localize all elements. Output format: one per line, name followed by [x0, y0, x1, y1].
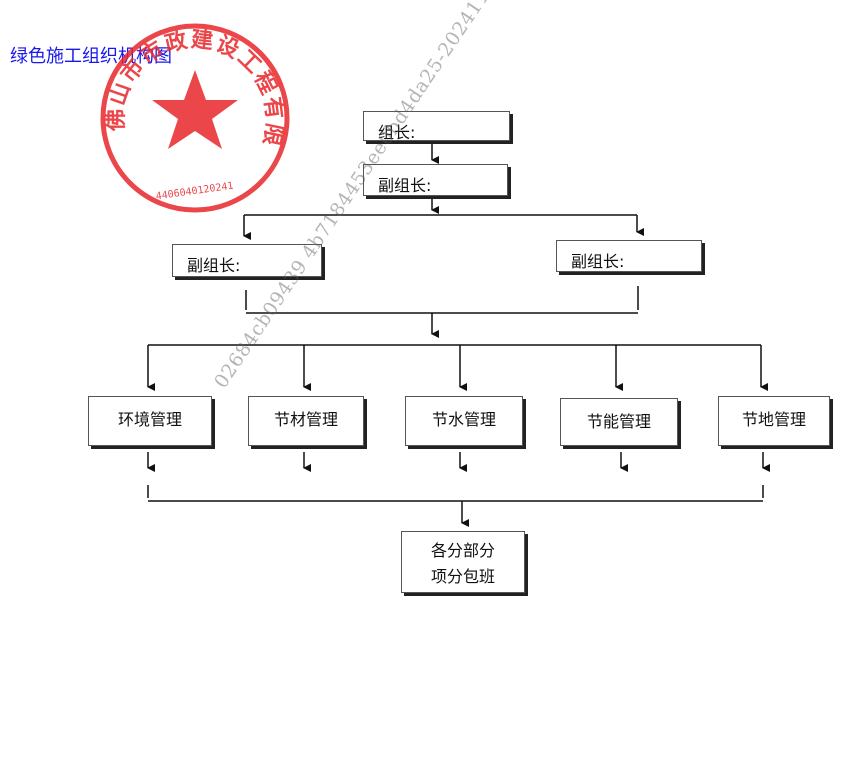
svg-text:4406040120241: 4406040120241 [155, 181, 234, 203]
node-deputy-top: 副组长: [363, 164, 508, 196]
node-deputy-right-label: 副组长: [571, 252, 625, 271]
node-teams: 各分部分 项分包班 [401, 531, 525, 593]
node-deputy-left: 副组长: [172, 244, 322, 277]
node-deputy-left-label: 副组长: [187, 256, 241, 275]
node-water: 节水管理 [405, 396, 523, 446]
node-teams-line1: 各分部分 [430, 541, 495, 560]
node-deputy-right: 副组长: [556, 240, 702, 272]
node-leader: 组长: [363, 111, 510, 142]
node-land: 节地管理 [718, 396, 830, 446]
node-teams-line2: 项分包班 [430, 567, 495, 586]
node-env: 环境管理 [88, 396, 212, 446]
node-leader-label: 组长: [378, 123, 416, 142]
node-water-label: 节水管理 [431, 410, 496, 429]
node-env-label: 环境管理 [117, 410, 182, 429]
node-material-label: 节材管理 [273, 410, 338, 429]
node-energy: 节能管理 [560, 398, 678, 446]
node-material: 节材管理 [248, 396, 364, 446]
star-icon [152, 70, 238, 149]
node-deputy-top-label: 副组长: [378, 176, 432, 195]
node-land-label: 节地管理 [741, 410, 806, 429]
node-energy-label: 节能管理 [586, 412, 651, 431]
company-seal-stamp: 佛山市市政建设工程有限公司 4406040120241 [95, 18, 290, 213]
